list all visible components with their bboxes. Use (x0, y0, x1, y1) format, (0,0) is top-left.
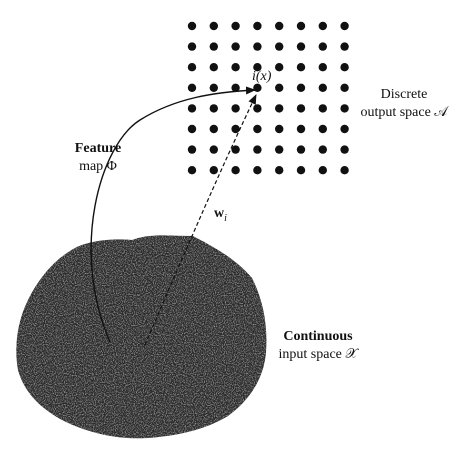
output-neuron (209, 83, 218, 93)
output-neuron (275, 124, 284, 134)
winner-neuron-label: i(x) (252, 69, 272, 84)
output-neuron (318, 104, 327, 113)
feature-map-curve (90, 86, 256, 343)
output-neuron (275, 145, 284, 154)
output-neuron (340, 166, 349, 175)
output-neuron (253, 104, 262, 113)
output-neuron (209, 42, 218, 51)
output-neuron (340, 145, 349, 154)
output-neuron (340, 62, 349, 72)
output-neuron (209, 21, 218, 31)
output-neuron (275, 21, 284, 31)
output-neuron (275, 104, 284, 113)
output-neuron (275, 83, 284, 93)
output-neuron (231, 42, 240, 51)
output-neuron (296, 83, 306, 93)
output-neuron (209, 62, 218, 72)
output-neuron (187, 83, 197, 93)
continuous-space-label-line1: Continuous (283, 329, 353, 344)
output-neuron (318, 42, 327, 51)
output-neuron (209, 124, 218, 134)
output-neuron (231, 83, 240, 93)
output-neuron (187, 104, 197, 113)
output-neuron (187, 21, 197, 31)
output-neuron (340, 21, 349, 31)
weight-vector-subscript: i (224, 213, 227, 224)
output-neuron (296, 21, 306, 31)
output-neuron (275, 166, 284, 175)
output-neuron (209, 166, 218, 175)
output-neuron (340, 124, 349, 134)
output-neuron (231, 104, 240, 113)
output-neuron (253, 166, 262, 175)
output-neuron (253, 83, 262, 93)
discrete-space-label-line2: output space 𝒜 (360, 105, 449, 120)
feature-map-label-line1: Feature (75, 141, 121, 156)
discrete-output-grid (187, 21, 349, 175)
output-neuron (187, 124, 197, 134)
output-neuron (253, 62, 262, 72)
continuous-space-label-line2: input space 𝒳 (279, 347, 360, 362)
output-neuron (275, 62, 284, 72)
output-neuron (231, 21, 240, 31)
output-neuron (253, 145, 262, 154)
output-neuron (209, 104, 218, 113)
output-neuron (187, 145, 197, 154)
output-neuron (318, 21, 327, 31)
output-neuron (296, 104, 306, 113)
continuous-input-space-blob (16, 235, 267, 439)
output-neuron (318, 166, 327, 175)
output-neuron (253, 124, 262, 134)
output-neuron (318, 145, 327, 154)
weight-vector-symbol: w (214, 206, 225, 221)
output-neuron (187, 166, 197, 175)
feature-map-label-line2: map Φ (79, 159, 117, 174)
output-neuron (231, 166, 240, 175)
output-neuron (340, 42, 349, 51)
output-neuron (340, 83, 349, 93)
output-neuron (253, 42, 262, 51)
output-neuron (231, 145, 240, 154)
output-neuron (187, 62, 197, 72)
output-neuron (187, 42, 197, 51)
output-neuron (296, 145, 306, 154)
output-neuron (253, 21, 262, 31)
output-neuron (296, 42, 306, 51)
output-neuron (340, 104, 349, 113)
output-neuron (231, 124, 240, 134)
output-neuron (318, 83, 327, 93)
weight-vector-label: wi (214, 206, 227, 224)
output-neuron (296, 124, 306, 134)
output-neuron (275, 42, 284, 51)
output-neuron (209, 145, 218, 154)
output-neuron (318, 124, 327, 134)
output-neuron (231, 62, 240, 72)
discrete-space-label-line1: Discrete (381, 87, 428, 102)
output-neuron (296, 166, 306, 175)
output-neuron (318, 62, 327, 72)
output-neuron (296, 62, 306, 72)
